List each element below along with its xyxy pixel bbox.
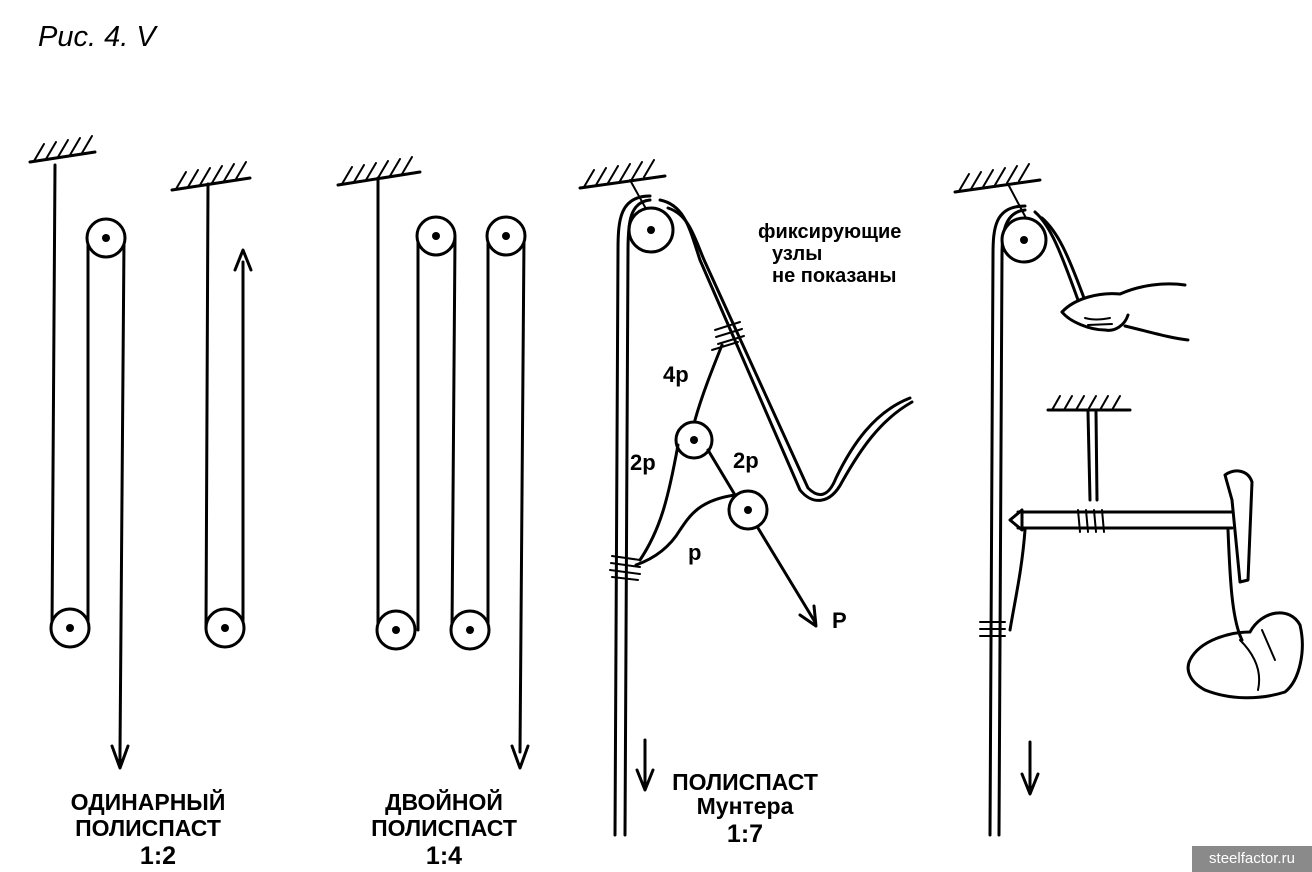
- pull-arrow-down: [510, 744, 530, 770]
- note-line: фиксирующие: [758, 221, 901, 243]
- ceiling-anchor-icon: [170, 161, 252, 192]
- force-label: 2р: [733, 448, 759, 473]
- rope: [706, 448, 737, 497]
- munter-pulley-system: 4р 2р 2р р Р фиксирующие узлы не показан…: [578, 159, 914, 848]
- rope: [204, 182, 245, 630]
- force-label: р: [688, 540, 701, 565]
- rope: [638, 443, 680, 562]
- rope: [1086, 410, 1099, 502]
- rope: [623, 198, 652, 837]
- rope: [634, 493, 737, 567]
- ice-axe-shaft: [1008, 508, 1234, 532]
- watermark: steelfactor.ru: [1192, 846, 1312, 872]
- ceiling-anchor-icon: [28, 135, 97, 164]
- single-pulley-system: ОДИНАРНЫЙ ПОЛИСПАСТ 1:2: [28, 135, 253, 870]
- rope: [50, 163, 126, 754]
- hand-icon: [1060, 282, 1190, 342]
- knot-icon: [1077, 509, 1105, 533]
- figure-caption: Рис. 4. V: [38, 21, 158, 53]
- knot-icon: [979, 621, 1006, 637]
- force-label: 4р: [663, 362, 689, 387]
- caption-line: Мунтера: [697, 793, 794, 819]
- rope: [1008, 528, 1027, 632]
- rope: [376, 176, 526, 754]
- rope: [1033, 210, 1080, 302]
- double-pulley-system: ДВОЙНОЙ ПОЛИСПАСТ 1:4: [336, 156, 530, 870]
- anchor-sling: [1007, 183, 1027, 219]
- boot-icon: [1186, 611, 1304, 700]
- caption-line: ПОЛИСПАСТ: [75, 815, 221, 841]
- caption-line: ОДИНАРНЫЙ: [71, 788, 226, 815]
- ceiling-anchor-icon: [578, 159, 667, 190]
- rope: [988, 204, 1027, 837]
- ratio-label: 1:2: [140, 842, 176, 870]
- caption-line: ДВОЙНОЙ: [385, 788, 503, 815]
- pull-arrow: [756, 526, 818, 628]
- rope: [1040, 216, 1086, 300]
- caption-line: ПОЛИСПАСТ: [672, 769, 818, 795]
- force-label: Р: [832, 608, 847, 633]
- rope: [613, 194, 652, 837]
- ice-axe-head: [1223, 469, 1254, 584]
- note-line: не показаны: [772, 265, 896, 287]
- pull-arrow-down: [110, 744, 130, 770]
- rope: [666, 206, 912, 497]
- pull-arrow-down: [1020, 740, 1040, 796]
- force-label: 2р: [630, 450, 656, 475]
- note-line: узлы: [772, 243, 822, 265]
- caption-line: ПОЛИСПАСТ: [371, 815, 517, 841]
- pull-arrow-up: [233, 248, 253, 272]
- knot-icon: [609, 555, 641, 581]
- pull-arrow-down: [635, 738, 655, 792]
- rope: [693, 343, 724, 422]
- rope: [1226, 528, 1244, 642]
- knot-icon: [711, 321, 745, 351]
- ratio-label: 1:7: [727, 820, 763, 848]
- hauling-rig-illustration: [953, 163, 1304, 837]
- ceiling-anchor-icon: [953, 163, 1042, 194]
- ratio-label: 1:4: [426, 842, 462, 870]
- ceiling-anchor-icon: [1046, 395, 1132, 412]
